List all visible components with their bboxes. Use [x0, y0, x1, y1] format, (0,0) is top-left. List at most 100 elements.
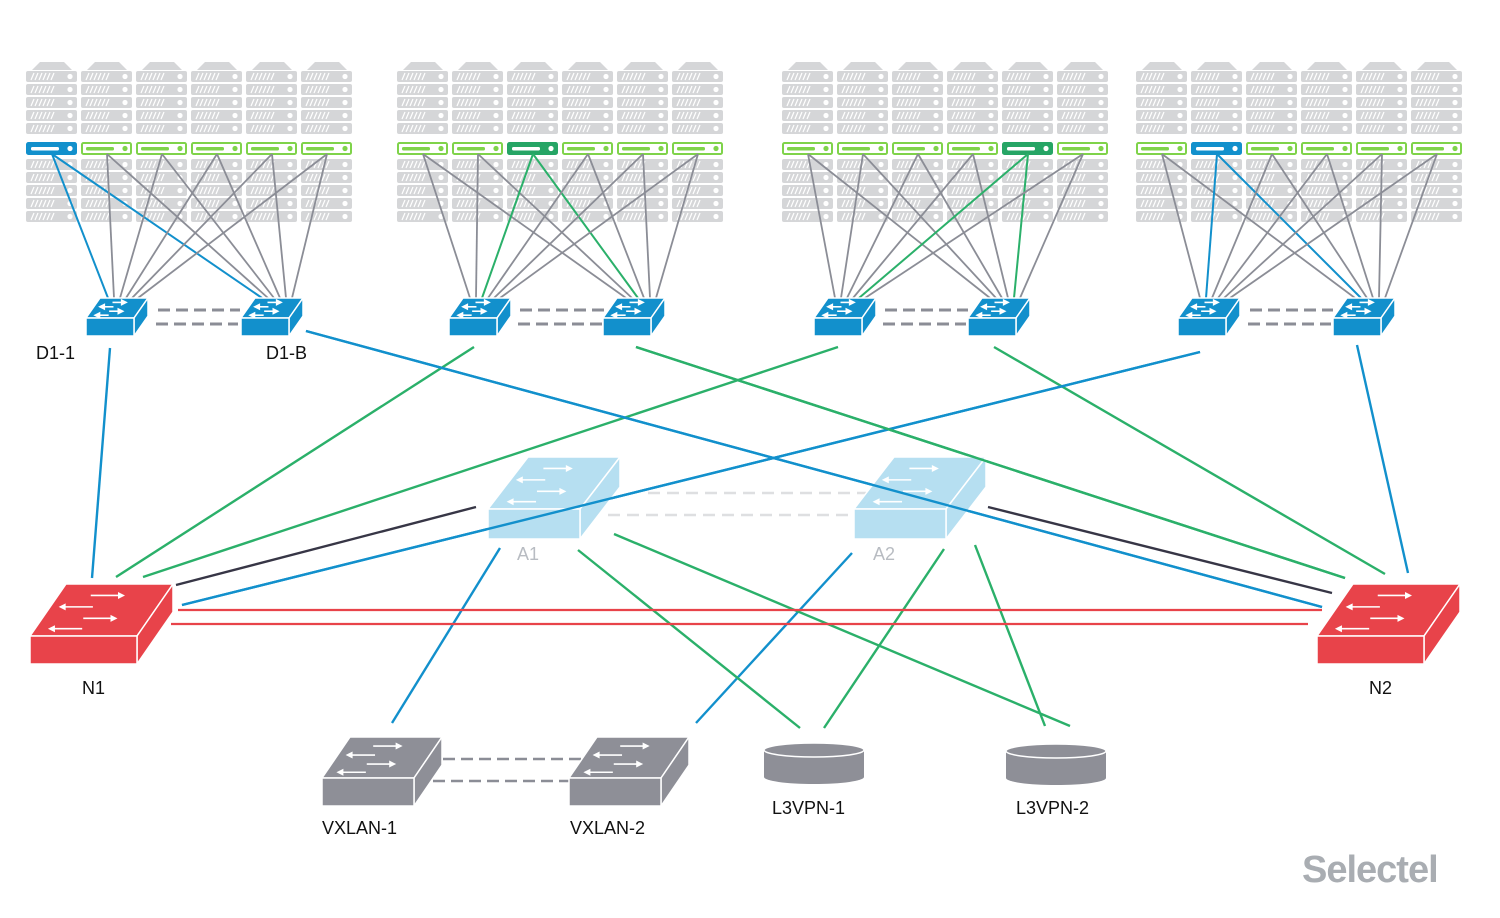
server-led	[1098, 174, 1104, 181]
vent-slot	[464, 98, 469, 107]
vent-slot	[1250, 199, 1255, 208]
server-active-green	[947, 142, 998, 155]
vent-slot	[405, 111, 410, 120]
server-status-bar	[1416, 147, 1444, 151]
vent-slot	[527, 111, 532, 120]
server-led	[1342, 73, 1348, 80]
vent-slot	[1018, 111, 1023, 120]
vent-slot	[971, 173, 976, 182]
uplink-green-overlay	[635, 345, 1346, 580]
server-active-green	[892, 142, 943, 155]
switch-front-face	[602, 317, 652, 337]
vent-slot	[916, 111, 921, 120]
vent-slot	[105, 111, 110, 120]
vent-slot	[971, 199, 976, 208]
vent-slot	[857, 72, 862, 81]
server-led	[287, 86, 293, 93]
vent-slot	[1372, 98, 1377, 107]
vent-slot	[1215, 98, 1220, 107]
arrow-left-icon	[47, 625, 83, 633]
server-unit	[507, 71, 558, 82]
switch-label-vxlan-1: VXLAN-1	[322, 818, 397, 838]
server-led	[1232, 145, 1238, 152]
server-led	[1232, 112, 1238, 119]
server-unit	[782, 185, 833, 196]
server-link	[1013, 153, 1029, 299]
server-unit	[301, 211, 352, 222]
vent-slot	[845, 85, 850, 94]
vent-slot	[97, 212, 102, 221]
vent-slot	[160, 124, 165, 133]
server-led	[1342, 174, 1348, 181]
vent-slot	[460, 111, 465, 120]
vent-slot	[806, 98, 811, 107]
vent-slot	[305, 98, 310, 107]
vent-slot	[413, 173, 418, 182]
vent-slot	[794, 98, 799, 107]
server-unit	[1002, 211, 1053, 222]
server-led	[1397, 112, 1403, 119]
server-led	[177, 200, 183, 207]
server-led	[67, 73, 73, 80]
server-led	[1098, 161, 1104, 168]
vent-slot	[511, 160, 516, 169]
vent-slot	[1140, 85, 1145, 94]
arrow-right-icon	[1359, 298, 1375, 306]
vent-slot	[38, 212, 43, 221]
vent-slot	[798, 186, 803, 195]
vent-slot	[786, 173, 791, 182]
vent-slot	[1325, 173, 1330, 182]
vent-slot	[861, 160, 866, 169]
vent-slot	[144, 98, 149, 107]
vent-slot	[912, 160, 917, 169]
vent-slot	[1360, 72, 1365, 81]
server-unit	[26, 211, 77, 222]
vent-slot	[1148, 186, 1153, 195]
vent-slot	[688, 111, 693, 120]
server-link	[161, 153, 275, 299]
vent-slot	[845, 111, 850, 120]
vent-slot	[1317, 85, 1322, 94]
vent-slot	[625, 186, 630, 195]
vent-slot	[270, 72, 275, 81]
vent-slot	[967, 111, 972, 120]
server-unit	[507, 185, 558, 196]
vent-slot	[254, 212, 259, 221]
vent-slot	[1309, 124, 1314, 133]
vent-slot	[1148, 124, 1153, 133]
server-link	[1217, 153, 1328, 299]
vent-slot	[1423, 98, 1428, 107]
server-led	[878, 73, 884, 80]
vent-slot	[786, 111, 791, 120]
server-led	[933, 112, 939, 119]
vent-slot	[468, 85, 473, 94]
server-led	[1177, 200, 1183, 207]
vent-slot	[1435, 85, 1440, 94]
server-unit	[947, 185, 998, 196]
vent-slot	[85, 186, 90, 195]
server-unit	[246, 159, 297, 170]
vent-slot	[845, 173, 850, 182]
vent-slot	[566, 85, 571, 94]
server-link	[1211, 153, 1273, 299]
vent-slot	[401, 212, 406, 221]
vent-slot	[1061, 186, 1066, 195]
vent-slot	[1144, 199, 1149, 208]
server-led	[713, 161, 719, 168]
vent-slot	[1018, 199, 1023, 208]
server-led	[1287, 73, 1293, 80]
vent-slot	[215, 212, 220, 221]
server-led	[988, 99, 994, 106]
server-unit	[136, 71, 187, 82]
vent-slot	[1065, 72, 1070, 81]
distribution-switch-d1a	[84, 295, 150, 339]
vent-slot	[637, 186, 642, 195]
vent-slot	[1270, 111, 1275, 120]
vent-slot	[1077, 199, 1082, 208]
vent-slot	[105, 124, 110, 133]
vent-slot	[802, 72, 807, 81]
vent-slot	[684, 111, 689, 120]
server-unit	[1136, 123, 1187, 134]
vent-slot	[1022, 98, 1027, 107]
vent-slot	[148, 160, 153, 169]
